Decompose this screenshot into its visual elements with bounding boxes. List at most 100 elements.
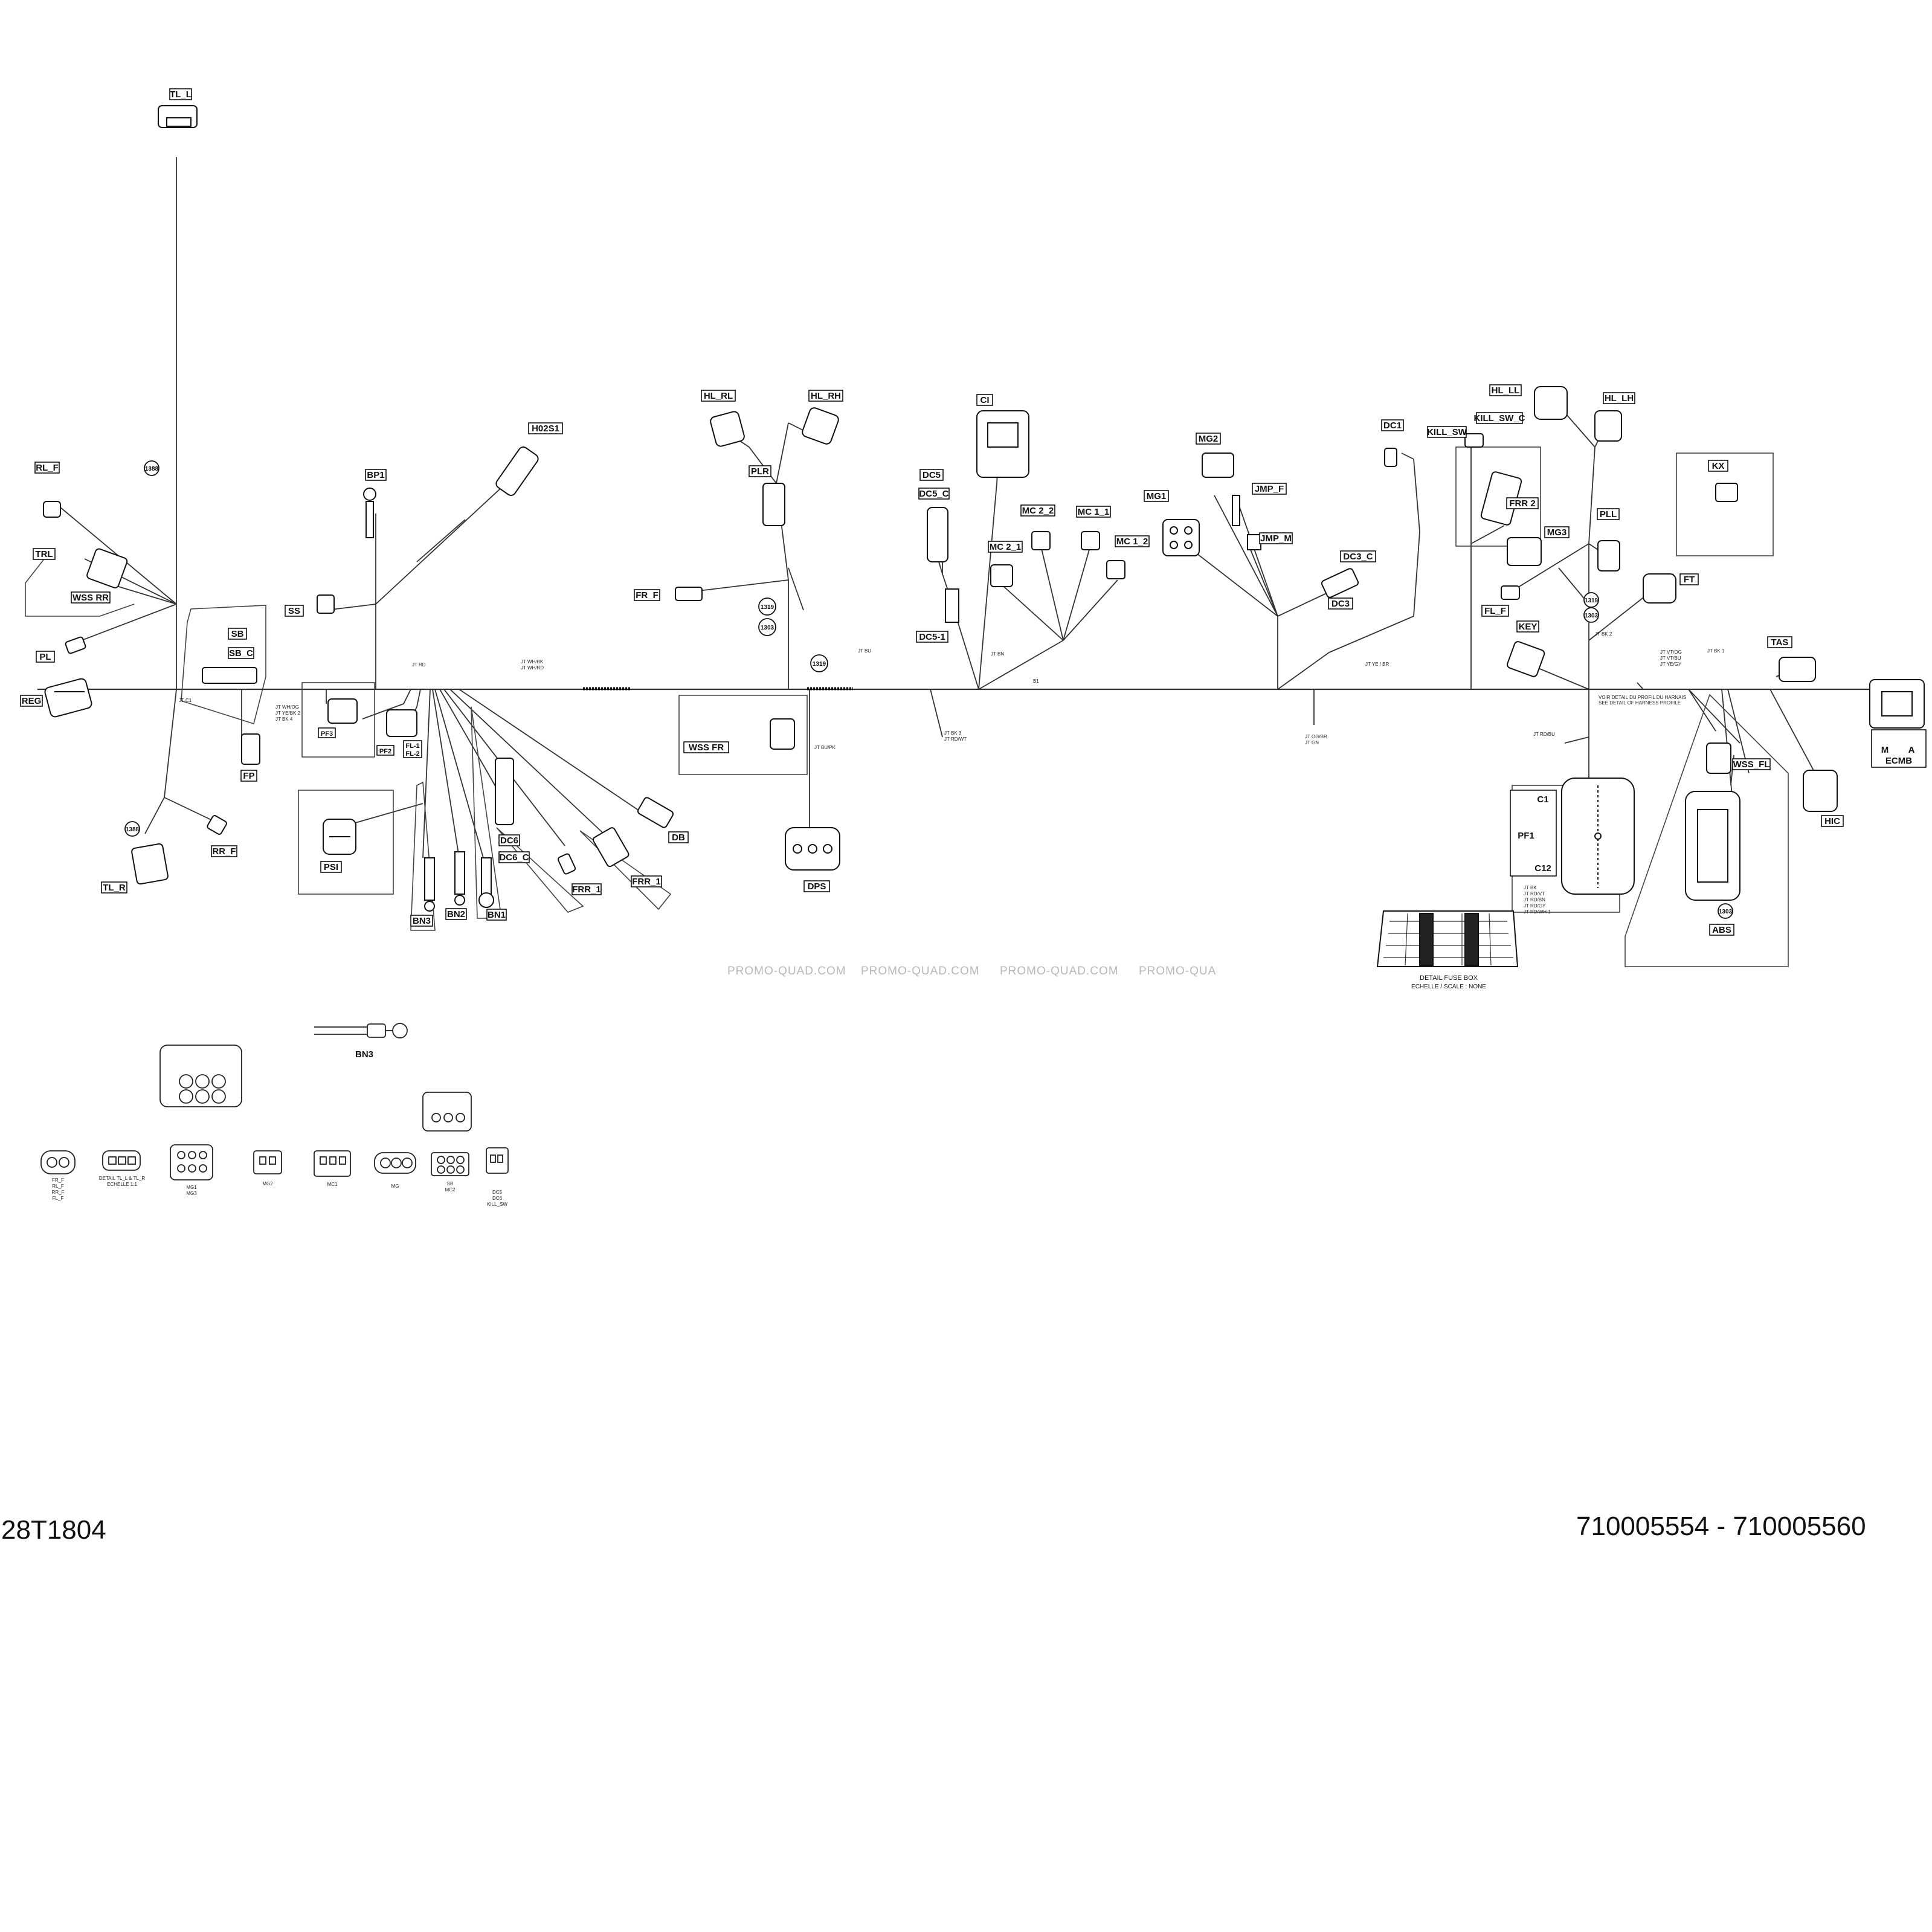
pl-connector [65,636,86,654]
label-bn3-detail: BN3 [355,1049,373,1060]
label-mg1: MG1 [1147,491,1167,501]
label-ft: FT [1684,575,1695,585]
tape-jt-rdgy: JT RD/GY [1524,903,1546,909]
tape-jt-rdwt: JT RD/WT [944,736,967,742]
mc1-1-connector [1081,531,1100,550]
ss-connector [317,594,335,614]
tape-jt-c1: JT C1 [179,698,192,703]
dps-connector [785,827,840,871]
ref-1303a: 1303 [761,625,774,631]
label-pf3: PF3 [321,730,333,738]
tape-jt-yebk: JT YE/BK 2 [275,710,301,716]
tape-b1: B1 [1033,678,1039,684]
tape-jt-rdbu: JT RD/BU [1533,732,1555,737]
tape-jt-ogbr: JT OG/BR [1305,734,1327,739]
wss-fr-connector [770,718,795,750]
branch-lines [60,157,1819,877]
tape-jt-gn: JT GN [1305,740,1319,745]
label-dc5-1: DC5-1 [919,632,945,642]
caption-d1-0: FR_F [52,1177,64,1183]
watermark-3: PROMO-QUAD.COM [1000,965,1119,977]
mc1-2-connector [1106,560,1125,579]
tape-callouts: JT C1 JT WH/OG JT YE/BK 2 JT BK 4 JT RD … [179,631,1725,915]
label-key: KEY [1519,622,1538,632]
fp-connector [241,733,260,765]
part-number-range: 710005554 - 710005560 [1576,1512,1866,1541]
label-dc6: DC6 [500,836,518,846]
caption-d3-1: MG3 [186,1191,197,1196]
tape-jt-bk: JT BK [1524,885,1537,890]
caption-d1-1: RL_F [52,1183,64,1189]
component-labels: TL_L RL_F TRL WSS RR PL REG SB SB_C FP R… [22,89,1915,1060]
label-frr2: FRR 2 [1509,498,1535,509]
label-dps: DPS [808,881,826,892]
label-ecmb-m: M [1881,745,1889,755]
tape-jt-rdbn: JT RD/BN [1524,897,1545,903]
label-c1: C1 [1537,794,1548,805]
label-abs: ABS [1712,925,1731,935]
rl-f-connector [43,501,61,518]
dc6-connector [495,758,514,825]
abs-connector [1685,791,1740,901]
watermark-1: PROMO-QUAD.COM [727,965,846,977]
connector-glyphs [43,105,1925,967]
label-mc2-1: MC 2_1 [990,542,1022,552]
tape-jt-bk1: JT BK 1 [1707,648,1725,654]
watermark-2: PROMO-QUAD.COM [861,965,980,977]
caption-d2: DETAIL TL_L & TL_R [99,1176,146,1181]
label-rr-f: RR_F [212,846,236,857]
label-hl-rl: HL_RL [704,391,733,401]
bn3-terminal [424,857,435,912]
label-ecmb-a: A [1908,745,1915,755]
tape-jt-rdwh: JT RD/WH 1 [1524,909,1551,915]
ref-1319c: 1319 [1585,597,1599,604]
label-mc2-2: MC 2_2 [1022,506,1054,516]
bp1-terminal [363,488,376,538]
label-tl-l: TL_L [170,89,192,100]
tape-note2: SEE DETAIL OF HARNESS PROFILE [1599,700,1681,706]
label-bn3: BN3 [413,916,431,926]
label-boxes [20,88,1927,1054]
mc2-2-connector [1031,531,1051,550]
pf3-connector [327,698,358,724]
label-db: DB [672,832,685,843]
kill-sw-connector [1464,433,1484,448]
pf1-fuse-box-outline [1561,778,1635,895]
label-c12: C12 [1534,863,1551,874]
ref-1319b: 1319 [813,661,826,668]
label-dc3-c: DC3_C [1343,552,1373,562]
bn1-terminal [478,857,494,908]
label-tas: TAS [1771,637,1789,648]
label-pf1: PF1 [1518,831,1534,841]
label-bn1: BN1 [488,910,506,920]
caption-d7-0: SB [447,1181,454,1187]
hl-rl-connector [710,411,745,447]
hl-rh-connector [802,407,839,445]
jmp-f-terminal [1232,495,1240,526]
tape-note1: VOIR DETAIL DU PROFIL DU HARNAIS [1599,695,1686,700]
label-tl-r: TL_R [103,883,126,893]
tape-jt-vtbu: JT VT/BU [1660,655,1681,661]
label-fp: FP [243,771,254,781]
caption-d3-0: MG1 [186,1185,197,1190]
label-mg3: MG3 [1547,527,1567,538]
sb-connector [202,667,257,684]
caption-d2b: ECHELLE 1:1 [107,1182,137,1187]
fr-f-connector [675,587,703,601]
label-hl-ll: HL_LL [1492,385,1520,396]
caption-d8-1: DC6 [492,1196,503,1201]
ref-1319a: 1319 [761,604,774,611]
label-pf2: PF2 [379,748,391,755]
tape-jt-whrd: JT WH/RD [521,665,544,671]
fl-f-connector [1501,585,1520,600]
label-hl-lh: HL_LH [1605,393,1634,404]
label-rl-f: RL_F [36,463,59,473]
tape-jt-bn: JT BN [991,651,1004,657]
ci-connector [976,410,1029,478]
label-bp1: BP1 [367,470,384,480]
reg-connector [44,678,92,718]
label-mc1-2: MC 1_2 [1116,536,1148,547]
mg2-connector [1202,452,1234,478]
plr-connector [762,483,785,526]
fuse-box-detail [1376,910,1519,967]
